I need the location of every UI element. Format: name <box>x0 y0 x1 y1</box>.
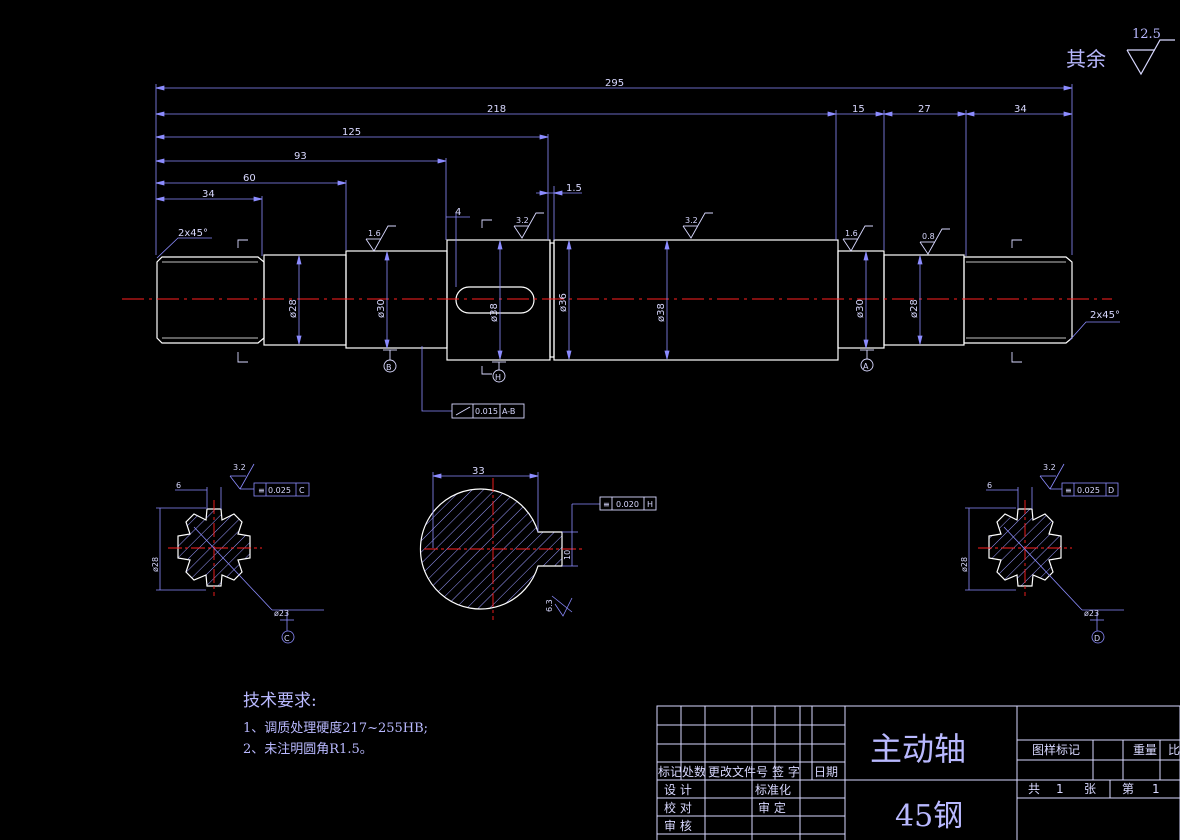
rough-1-6-left: 1.6 <box>368 229 381 238</box>
tb-review: 审 核 <box>664 818 692 833</box>
dim-34-right: 34 <box>1014 104 1027 115</box>
sym-icon-c: ≡ <box>258 486 265 495</box>
tb-sheet: 第 <box>1122 782 1134 796</box>
datum-c: C <box>284 634 290 643</box>
dim-93: 93 <box>294 151 307 162</box>
chamfer-left: 2x45° <box>178 228 208 239</box>
tb-date: 日期 <box>814 765 838 779</box>
tb-doc: 更改文件号 <box>708 764 768 779</box>
dim-34-left: 34 <box>202 189 215 200</box>
section-d-small-dia: ø23 <box>1084 609 1099 618</box>
section-h-rough: 6.3 <box>545 599 554 612</box>
tb-mark: 标记 <box>658 765 682 779</box>
tech-req-line2: 2、未注明圆角R1.5。 <box>243 742 373 757</box>
tb-total: 共 <box>1028 782 1040 796</box>
top-dimension-texts: 295 218 15 27 34 125 93 60 34 4 1.5 2x45… <box>178 78 1120 321</box>
dim-1-5: 1.5 <box>566 183 582 194</box>
dia-30-left: ø30 <box>376 299 387 318</box>
datum-a: A <box>863 362 869 371</box>
roughness-rest-symbol: 其余 12.5 <box>1066 27 1175 76</box>
rough-1-6-right: 1.6 <box>845 229 858 238</box>
tb-check: 校 对 <box>664 800 692 815</box>
section-c-tol: 0.025 <box>268 486 291 495</box>
tb-scale: 比例 <box>1168 743 1180 757</box>
tb-total-n: 1 <box>1056 782 1064 796</box>
roughness-rest-label: 其余 <box>1066 47 1106 71</box>
rough-3-2-a: 3.2 <box>516 216 529 225</box>
section-c-tol-ref: C <box>299 486 305 495</box>
tech-req-line1: 1、调质处理硬度217~255HB; <box>243 720 428 736</box>
roughness-symbols <box>365 212 950 255</box>
diameter-dimensions <box>296 240 923 360</box>
tech-req-title: 技术要求: <box>243 691 317 711</box>
section-d-view: 6 3.2 ≡ 0.025 D ø28 ø23 D <box>960 463 1124 644</box>
title-block <box>656 705 1180 840</box>
section-c-dia: ø28 <box>151 557 160 572</box>
section-c-width: 6 <box>176 481 181 490</box>
section-d-width: 6 <box>987 481 992 490</box>
dia-38-key: ø38 <box>489 303 500 322</box>
section-d-dia: ø28 <box>960 557 969 572</box>
rough-0-8: 0.8 <box>922 232 935 241</box>
tb-sign: 签 字 <box>772 764 800 779</box>
tb-sheet-unit: 张 <box>1084 782 1096 796</box>
section-h-tol-ref: H <box>647 500 653 509</box>
datum-h: H <box>495 373 501 382</box>
part-name: 主动轴 <box>870 730 966 768</box>
chamfer-right: 2x45° <box>1090 310 1120 321</box>
dia-28-left: ø28 <box>288 299 299 318</box>
datum-symbols <box>383 349 874 383</box>
rough-3-2-b: 3.2 <box>685 216 698 225</box>
section-d-tol: 0.025 <box>1077 486 1100 495</box>
tb-weight: 重量 <box>1133 743 1157 757</box>
top-dimensions <box>155 84 1073 287</box>
tb-count: 处数 <box>682 764 706 779</box>
dim-15: 15 <box>852 104 865 115</box>
datum-d: D <box>1094 634 1100 643</box>
dim-4: 4 <box>455 207 461 218</box>
section-d-rough: 3.2 <box>1043 463 1056 472</box>
sym-icon-d: ≡ <box>1065 486 1072 495</box>
material: 45钢 <box>895 799 963 834</box>
dia-28-right: ø28 <box>909 299 920 318</box>
runout-value: 0.015 <box>475 407 498 416</box>
section-c-small-dia: ø23 <box>274 609 289 618</box>
dia-36: ø36 <box>558 293 569 312</box>
tb-drawing-mark: 图样标记 <box>1032 742 1080 757</box>
title-block-text: 主动轴 45钢 标记 处数 更改文件号 签 字 日期 设 计 校 对 审 核 标… <box>658 730 1180 834</box>
datum-b: B <box>386 363 392 372</box>
section-c-view: 6 3.2 0.025 C ø28 ø23 C ≡ <box>151 463 324 644</box>
dia-38-long: ø38 <box>656 303 667 322</box>
dia-30-right: ø30 <box>855 299 866 318</box>
dim-125: 125 <box>342 127 361 138</box>
section-h-width: 33 <box>472 466 485 477</box>
dim-295: 295 <box>605 78 624 89</box>
datum-letters: B H A <box>386 362 869 382</box>
tb-standard: 标准化 <box>755 783 791 797</box>
diameter-texts: ø28 ø30 ø38 ø36 ø38 ø30 ø28 <box>288 293 920 322</box>
dim-27: 27 <box>918 104 931 115</box>
tech-requirements: 技术要求: 1、调质处理硬度217~255HB; 2、未注明圆角R1.5。 <box>243 691 428 757</box>
tb-sheet-n: 1 <box>1152 782 1160 796</box>
tb-approve: 审 定 <box>758 800 786 815</box>
dim-218: 218 <box>487 104 506 115</box>
tb-design: 设 计 <box>664 783 692 797</box>
runout-tolerance-frame: 0.015 A-B <box>421 346 525 419</box>
section-markers <box>237 219 1022 375</box>
roughness-values: 1.6 3.2 3.2 1.6 0.8 <box>368 216 935 241</box>
runout-icon <box>455 406 471 416</box>
dim-60: 60 <box>243 173 256 184</box>
runout-ref: A-B <box>502 407 515 416</box>
sym-icon-h: ≡ <box>603 500 610 509</box>
chamfer-leaders <box>156 237 1120 341</box>
section-d-tol-ref: D <box>1108 486 1114 495</box>
section-h-view: ≡ 0.020 H 33 10 6.3 <box>419 466 657 620</box>
section-c-rough: 3.2 <box>233 463 246 472</box>
section-h-depth: 10 <box>563 550 572 560</box>
section-h-tol: 0.020 <box>616 500 639 509</box>
roughness-rest-value: 12.5 <box>1132 27 1161 42</box>
